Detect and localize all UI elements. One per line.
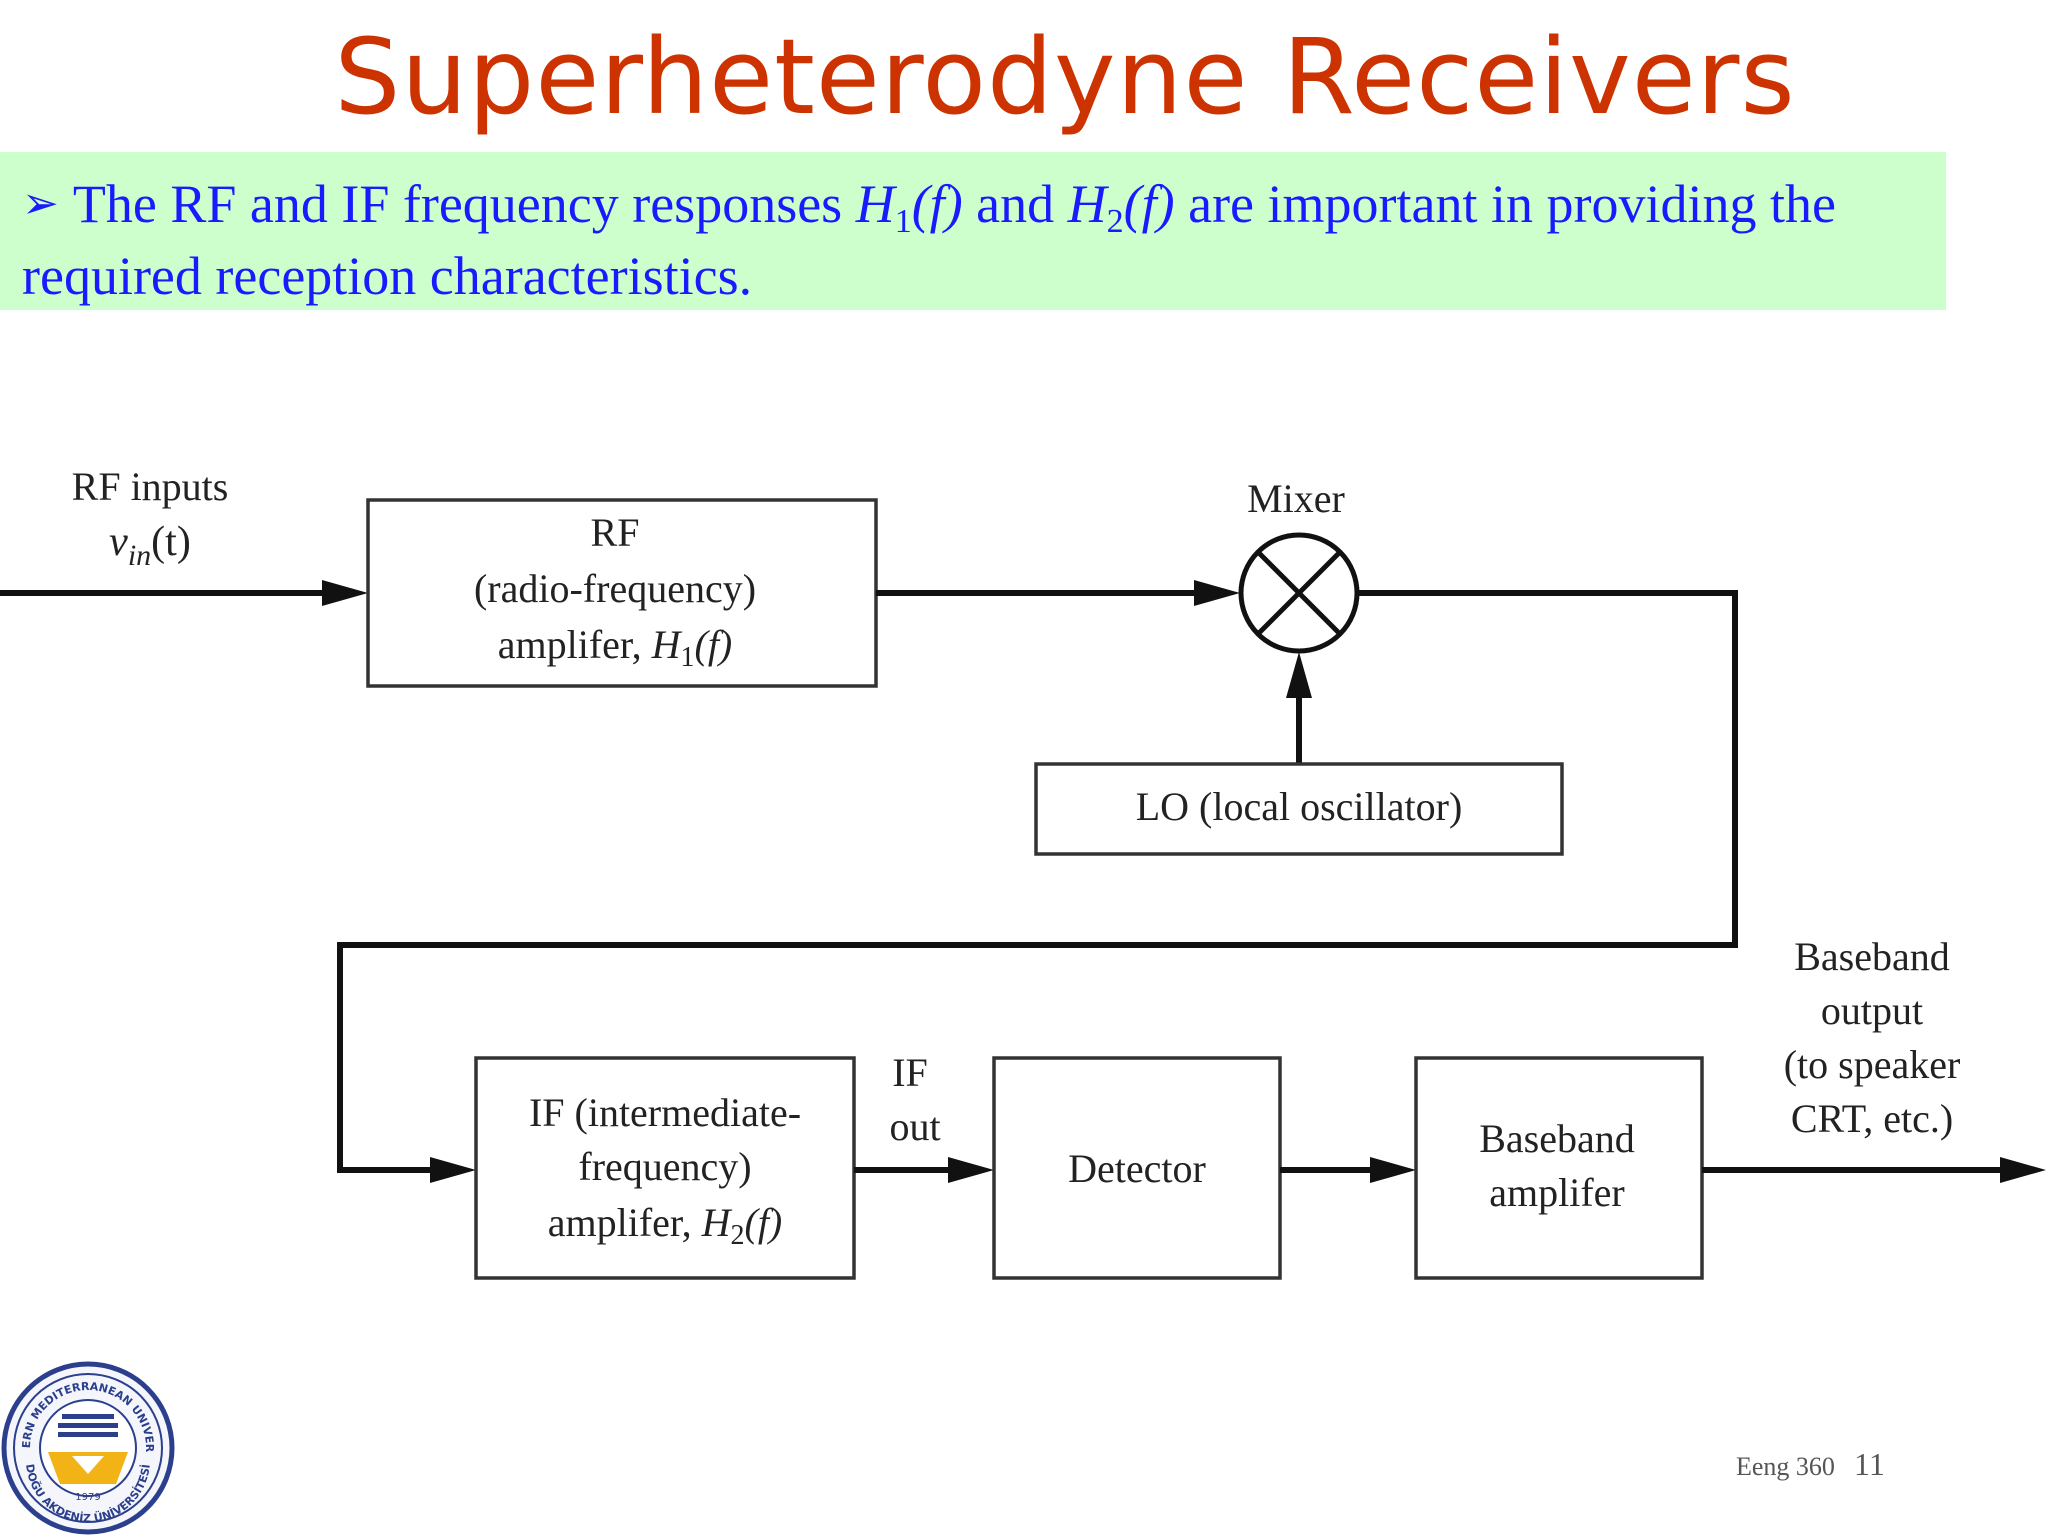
if-out-label-line2: out	[889, 1104, 940, 1149]
lo-block	[1034, 762, 1564, 856]
if-block-line2: frequency)	[578, 1144, 751, 1189]
output-label-line3: (to speaker	[1784, 1042, 1961, 1087]
h1-symbol: H	[855, 174, 895, 234]
baseband-block-line1: Baseband	[1479, 1116, 1635, 1161]
mixer-label: Mixer	[1247, 476, 1345, 521]
page-title: Superheterodyne Receivers	[334, 16, 1796, 138]
mixer-cross-line-b	[1256, 550, 1342, 636]
detector-block-label: Detector	[1068, 1146, 1206, 1191]
bullet-part2: are important in providing the required …	[22, 174, 1836, 306]
if-out-label-line1: IF	[892, 1050, 928, 1095]
lo-arrowhead	[1286, 652, 1312, 698]
if-input-arrowhead	[430, 1157, 476, 1183]
output-arrowhead	[2000, 1157, 2046, 1183]
bullet-part1: The RF and IF frequency responses	[72, 174, 856, 234]
bullet-box: ➢The RF and IF frequency responses H1(f)…	[0, 152, 1946, 310]
h1-argument: (f)	[911, 174, 963, 234]
input-signal-label: vin(t)	[109, 519, 191, 572]
rf-block-line2: (radio-frequency)	[474, 566, 756, 611]
baseband-input-arrowhead	[1370, 1157, 1416, 1183]
h2-symbol: H	[1067, 174, 1107, 234]
output-label-line1: Baseband	[1794, 934, 1950, 979]
output-label-line4: CRT, etc.)	[1791, 1096, 1953, 1141]
page-number: 11	[1854, 1446, 1885, 1482]
output-label-line2: output	[1821, 988, 1923, 1033]
h2-subscript: 2	[1106, 203, 1124, 240]
bullet-and: and	[962, 174, 1068, 234]
h2-argument: (f)	[1123, 174, 1175, 234]
if-block-line3: amplifer, H2(f)	[548, 1200, 783, 1251]
footer-course-label: Eeng 360	[1736, 1452, 1835, 1481]
baseband-amplifier-block	[1414, 1056, 1704, 1280]
detector-block	[992, 1056, 1282, 1280]
rf-block-line3: amplifer, H1(f)	[498, 622, 733, 673]
svg-text:1979: 1979	[75, 1492, 100, 1503]
baseband-block-line2: amplifer	[1489, 1170, 1625, 1215]
h1-subscript: 1	[894, 203, 912, 240]
university-logo: EASTERN MEDITERRANEAN UNIVERSITY DOĞU AK…	[0, 1360, 175, 1535]
lo-block-label: LO (local oscillator)	[1136, 784, 1463, 829]
input-arrowhead	[322, 580, 368, 606]
bullet-arrow-icon: ➢	[22, 179, 59, 228]
if-block-line1: IF (intermediate-	[529, 1090, 801, 1135]
mixer-input-arrowhead	[1194, 580, 1240, 606]
detector-input-arrowhead	[948, 1157, 994, 1183]
if-amplifier-block	[474, 1056, 856, 1280]
mixer-to-if-wire	[337, 590, 1738, 1173]
bullet-text: ➢The RF and IF frequency responses H1(f)…	[22, 170, 1946, 310]
rf-inputs-label: RF inputs	[72, 464, 229, 509]
rf-block-line1: RF	[591, 510, 640, 555]
